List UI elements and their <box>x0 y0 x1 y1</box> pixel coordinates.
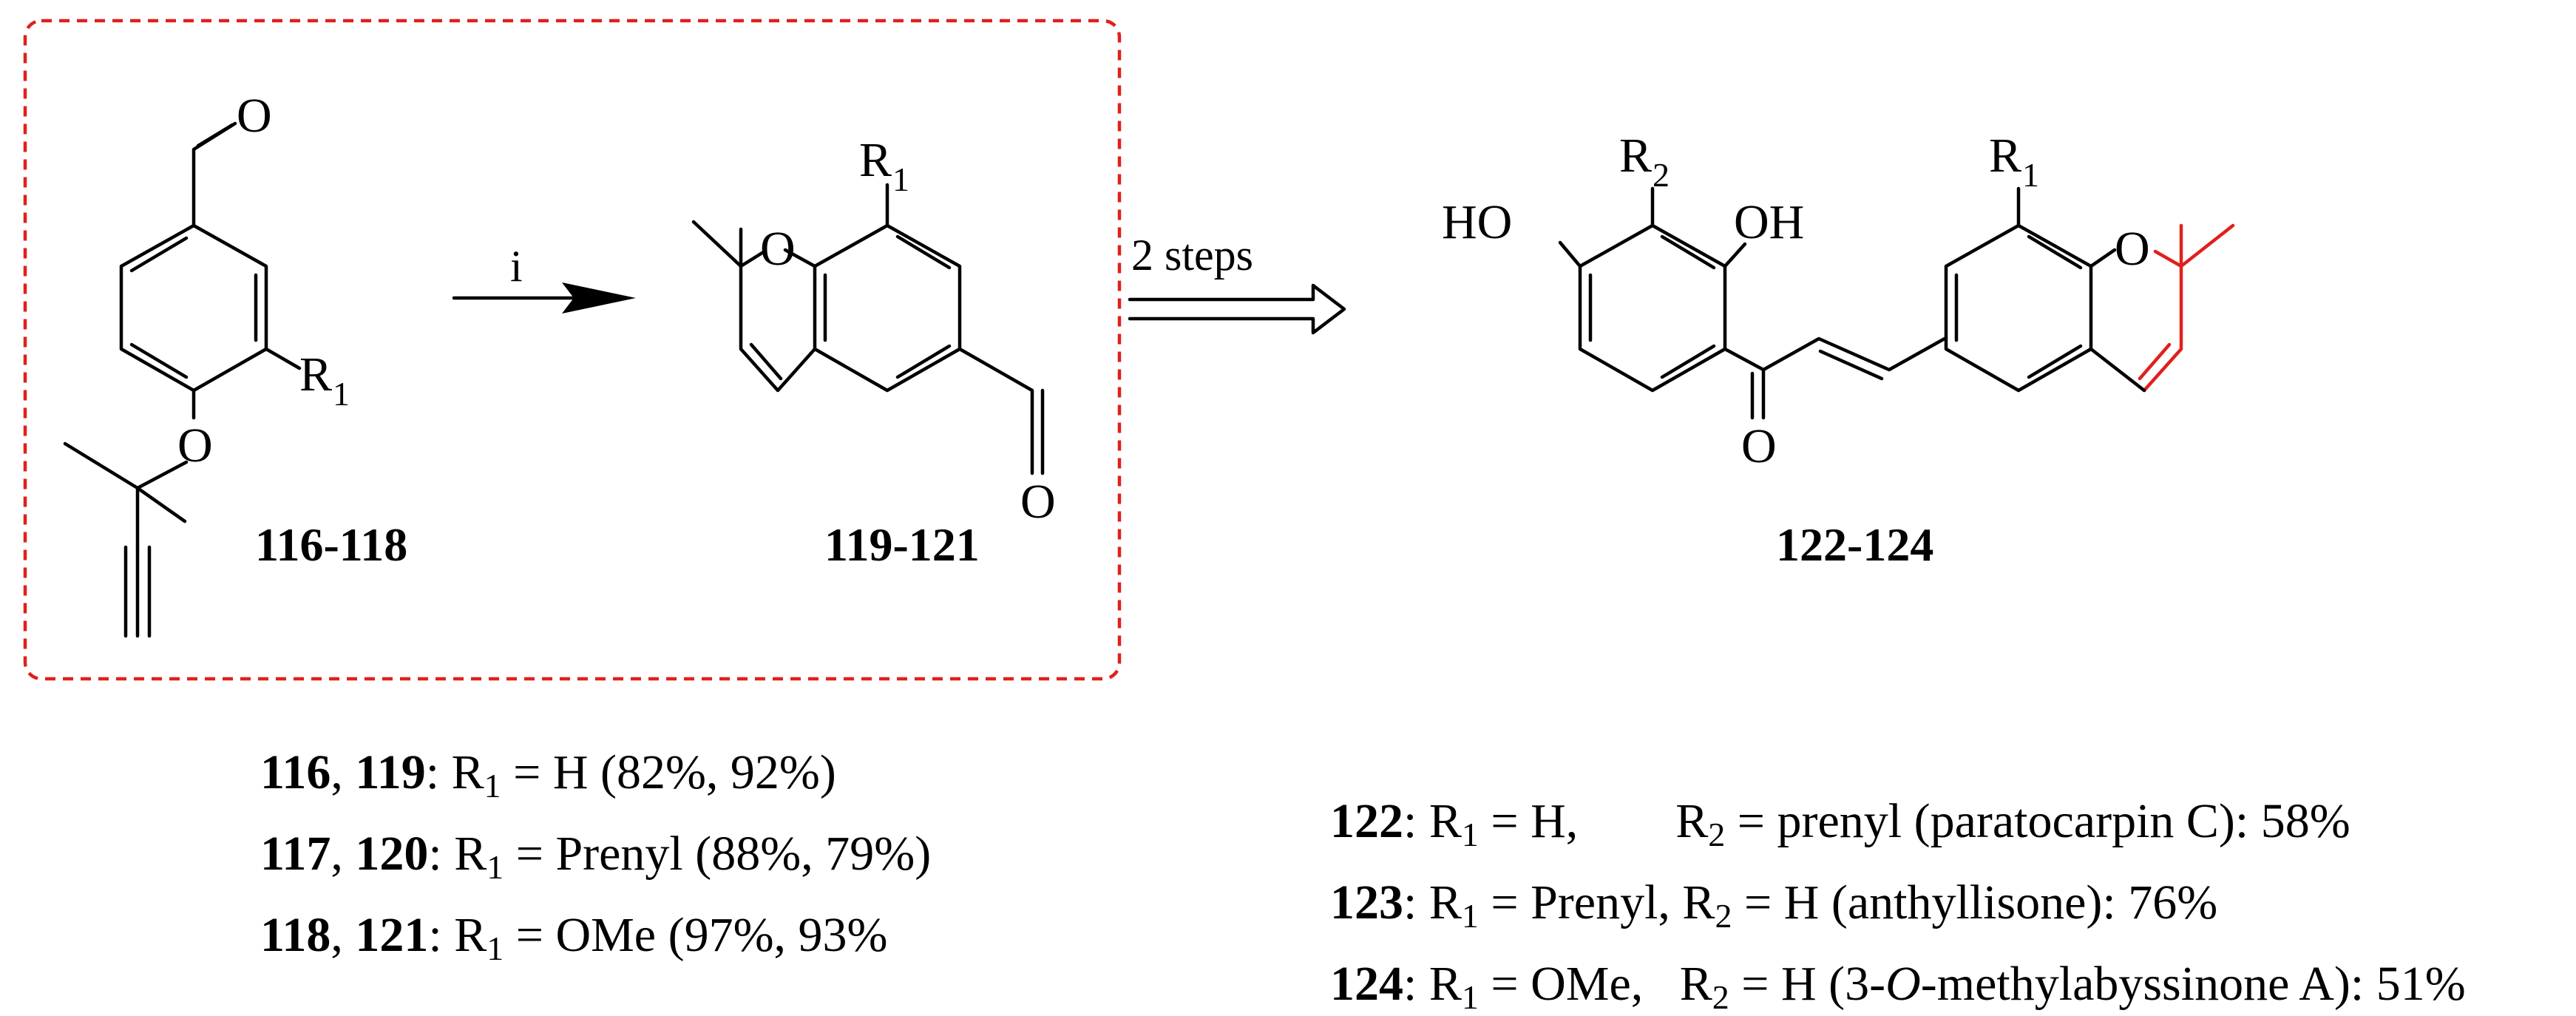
legend-text: = H (82%, 92%) <box>501 745 836 799</box>
r1-subscript-119: 1 <box>892 160 909 198</box>
reagent-i: i <box>510 242 523 291</box>
legend-r: R <box>454 827 487 881</box>
legend-sep: , <box>331 745 356 799</box>
legend-sep: , <box>331 827 356 881</box>
reagent-2-steps: 2 steps <box>1131 231 1253 280</box>
legend-id2: 120 <box>355 827 429 881</box>
legend-id2: 121 <box>355 908 429 962</box>
hydroxyl-right: OH <box>1734 195 1804 249</box>
legend-s2: 2 <box>1715 897 1732 935</box>
aldehyde-oxygen-119: O <box>1020 475 1056 529</box>
legend-s1: 1 <box>1461 816 1479 853</box>
hydroxyl-left: HO <box>1442 195 1512 249</box>
legend-id: 123 <box>1330 876 1403 929</box>
legend-r1: R <box>1428 957 1462 1011</box>
legend-text: = Prenyl (88%, 79%) <box>504 827 932 881</box>
legend-id: 116 <box>260 745 331 799</box>
legend-id2: 119 <box>355 745 426 799</box>
legend-id: 122 <box>1330 794 1403 848</box>
legend-id: 118 <box>260 908 331 962</box>
legend-text: = H (3- <box>1729 957 1886 1011</box>
legend-row-117-120: 117, 120: R1 = Prenyl (88%, 79%) <box>260 827 932 886</box>
legend-italic: O <box>1885 957 1921 1011</box>
legend-s1: 1 <box>1461 897 1479 935</box>
structure-116-118: O R 1 O 116-118 <box>63 89 407 638</box>
legend-sub: 1 <box>484 767 501 805</box>
pyran-oxygen-122: O <box>2115 222 2150 276</box>
legend-r: R <box>454 908 487 962</box>
carbonyl-oxygen: O <box>1741 419 1777 473</box>
legend-s2: 2 <box>1708 816 1726 853</box>
legend-gap <box>1643 957 1680 1011</box>
r2-label: R <box>1619 129 1652 183</box>
reaction-arrow-i: i <box>452 242 636 314</box>
structure-122-124: R 2 HO OH O R 1 O 122-124 <box>1442 129 2235 571</box>
legend-row-116-119: 116, 119: R1 = H (82%, 92%) <box>260 745 836 805</box>
legend-r2: R <box>1675 794 1709 848</box>
legend-id: 124 <box>1330 957 1403 1011</box>
r1-label-122: R <box>1989 129 2021 183</box>
aldehyde-oxygen: O <box>237 89 272 143</box>
legend-r: R <box>451 745 484 799</box>
r2-subscript: 2 <box>1653 156 1670 194</box>
legend-mid: = Prenyl, <box>1478 876 1683 929</box>
legend-sub: 1 <box>487 848 504 886</box>
legend-text-b: -methylabyssinone A): 51% <box>1920 957 2466 1011</box>
legend-s1: 1 <box>1461 978 1479 1016</box>
r1-label: R <box>299 348 332 402</box>
legend-row-122: 122: R1 = H, R2 = prenyl (paratocarpin C… <box>1330 794 2350 853</box>
legend-r1: R <box>1428 794 1462 848</box>
pyran-oxygen: O <box>760 222 796 276</box>
r1-label-119: R <box>859 133 892 187</box>
compound-label-116-118: 116-118 <box>255 518 407 571</box>
reaction-scheme: O R 1 O 116-118 i R <box>23 18 2235 681</box>
structure-119-121: R 1 O O 119-121 <box>691 133 1056 571</box>
legend-text: = H (anthyllisone): 76% <box>1732 876 2218 929</box>
r1-subscript: 1 <box>333 375 350 413</box>
legend-sub: 1 <box>487 929 504 967</box>
legend-text: = prenyl (paratocarpin C): 58% <box>1725 794 2350 848</box>
legend-text: = OMe (97%, 93% <box>504 908 888 962</box>
legend-r1: R <box>1428 876 1462 929</box>
compound-label-119-121: 119-121 <box>824 518 980 571</box>
legend-s2: 2 <box>1712 978 1729 1016</box>
reaction-arrow-2-steps: 2 steps <box>1128 231 1346 335</box>
legend-sep: , <box>331 908 356 962</box>
legend-row-118-121: 118, 121: R1 = OMe (97%, 93% <box>260 908 888 967</box>
legend-r2: R <box>1679 957 1712 1011</box>
legend-r2: R <box>1682 876 1715 929</box>
legend-mid: = OMe, <box>1478 957 1644 1011</box>
legend-id: 117 <box>260 827 331 881</box>
legend-row-124: 124: R1 = OMe, R2 = H (3-O-methylabyssin… <box>1330 957 2466 1016</box>
legend-mid: = H, <box>1478 794 1579 848</box>
legend-row-123: 123: R1 = Prenyl, R2 = H (anthyllisone):… <box>1330 876 2218 935</box>
compound-label-122-124: 122-124 <box>1776 518 1933 571</box>
r1-subscript-122: 1 <box>2022 156 2039 194</box>
